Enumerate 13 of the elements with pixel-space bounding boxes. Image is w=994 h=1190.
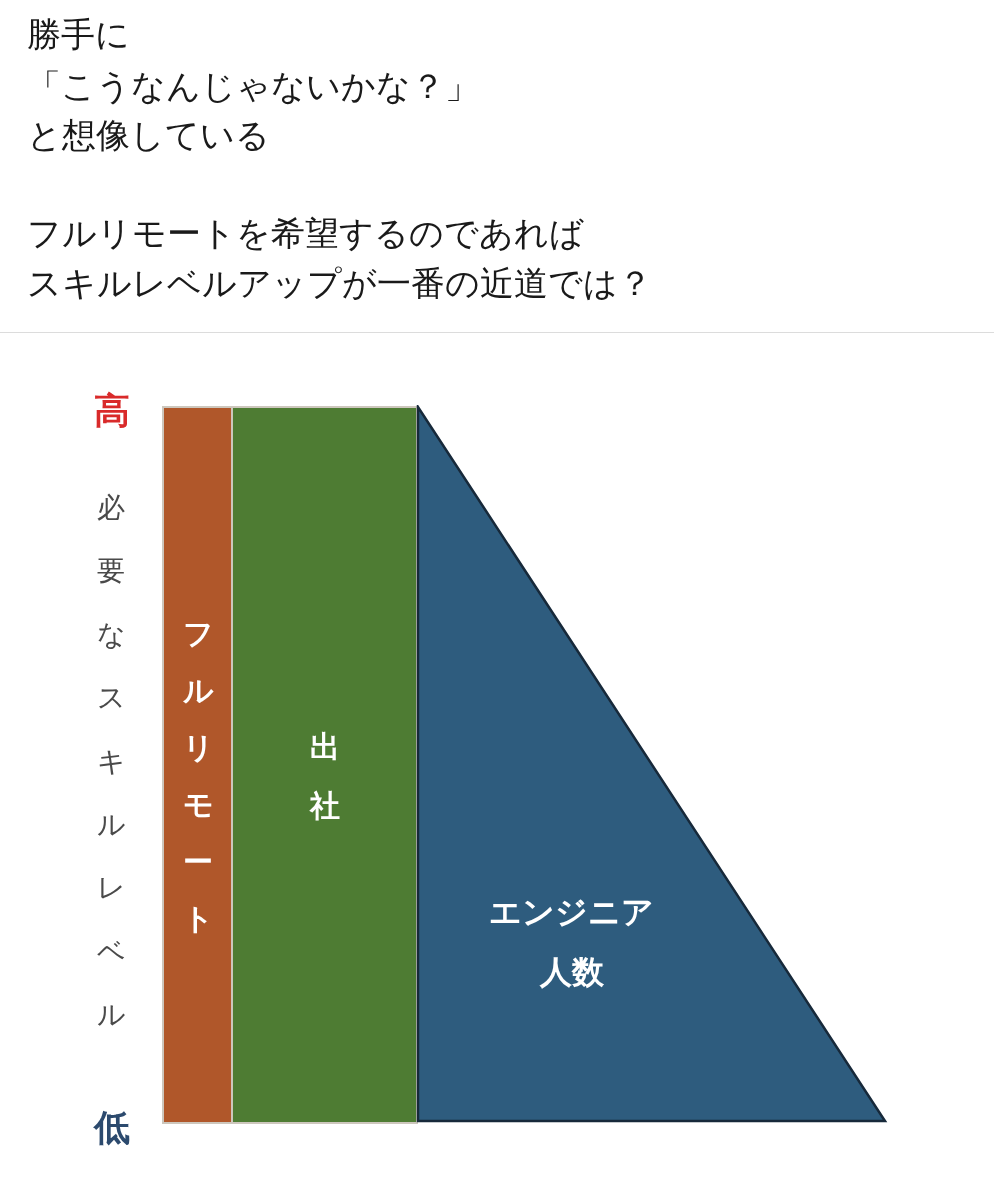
vertical-band [162, 406, 233, 1124]
body-text-line: 「こうなんじゃないかな？」 [27, 65, 479, 108]
scale-low-label: 低 [94, 1108, 130, 1148]
band-label: フルリモート [182, 615, 213, 938]
body-text-line: 勝手に [27, 13, 130, 56]
body-text-line: スキルレベルアップが一番の近道では？ [27, 262, 652, 305]
band-label: 出社 [309, 728, 340, 825]
body-text-line: と想像している [27, 114, 270, 157]
scale-high-label: 高 [94, 391, 130, 431]
triangle-label: エンジニア人数 [488, 892, 656, 993]
body-text-line: フルリモートを希望するのであれば [27, 212, 584, 255]
axis-title: 必要なスキルレベル [97, 490, 125, 1034]
vertical-band [231, 406, 418, 1124]
